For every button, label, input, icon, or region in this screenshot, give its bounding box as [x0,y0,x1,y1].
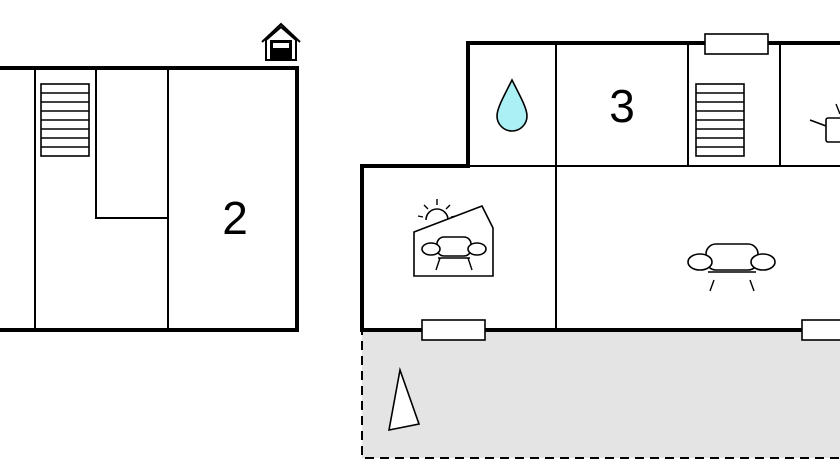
room-label: 2 [222,192,248,244]
tap-icon [809,103,840,143]
window-icon [421,319,486,341]
sofa-icon [687,243,776,292]
left-building: 2 [0,22,301,332]
left-interior-wall [95,68,168,219]
window-icon [704,33,769,55]
window-icon [801,319,840,341]
sun-icon [417,199,457,221]
tree-icon [388,366,421,432]
terrace-area [361,330,840,459]
water-drop-icon [496,78,528,132]
right-building-outline [360,41,840,332]
right-building: 3 [360,33,840,341]
stairs-icon [695,83,745,157]
sofa-icon [421,236,487,271]
left-building-outline [0,66,299,332]
room-label: 3 [609,80,635,132]
house-icon [261,22,301,61]
stairs-icon [40,83,90,157]
